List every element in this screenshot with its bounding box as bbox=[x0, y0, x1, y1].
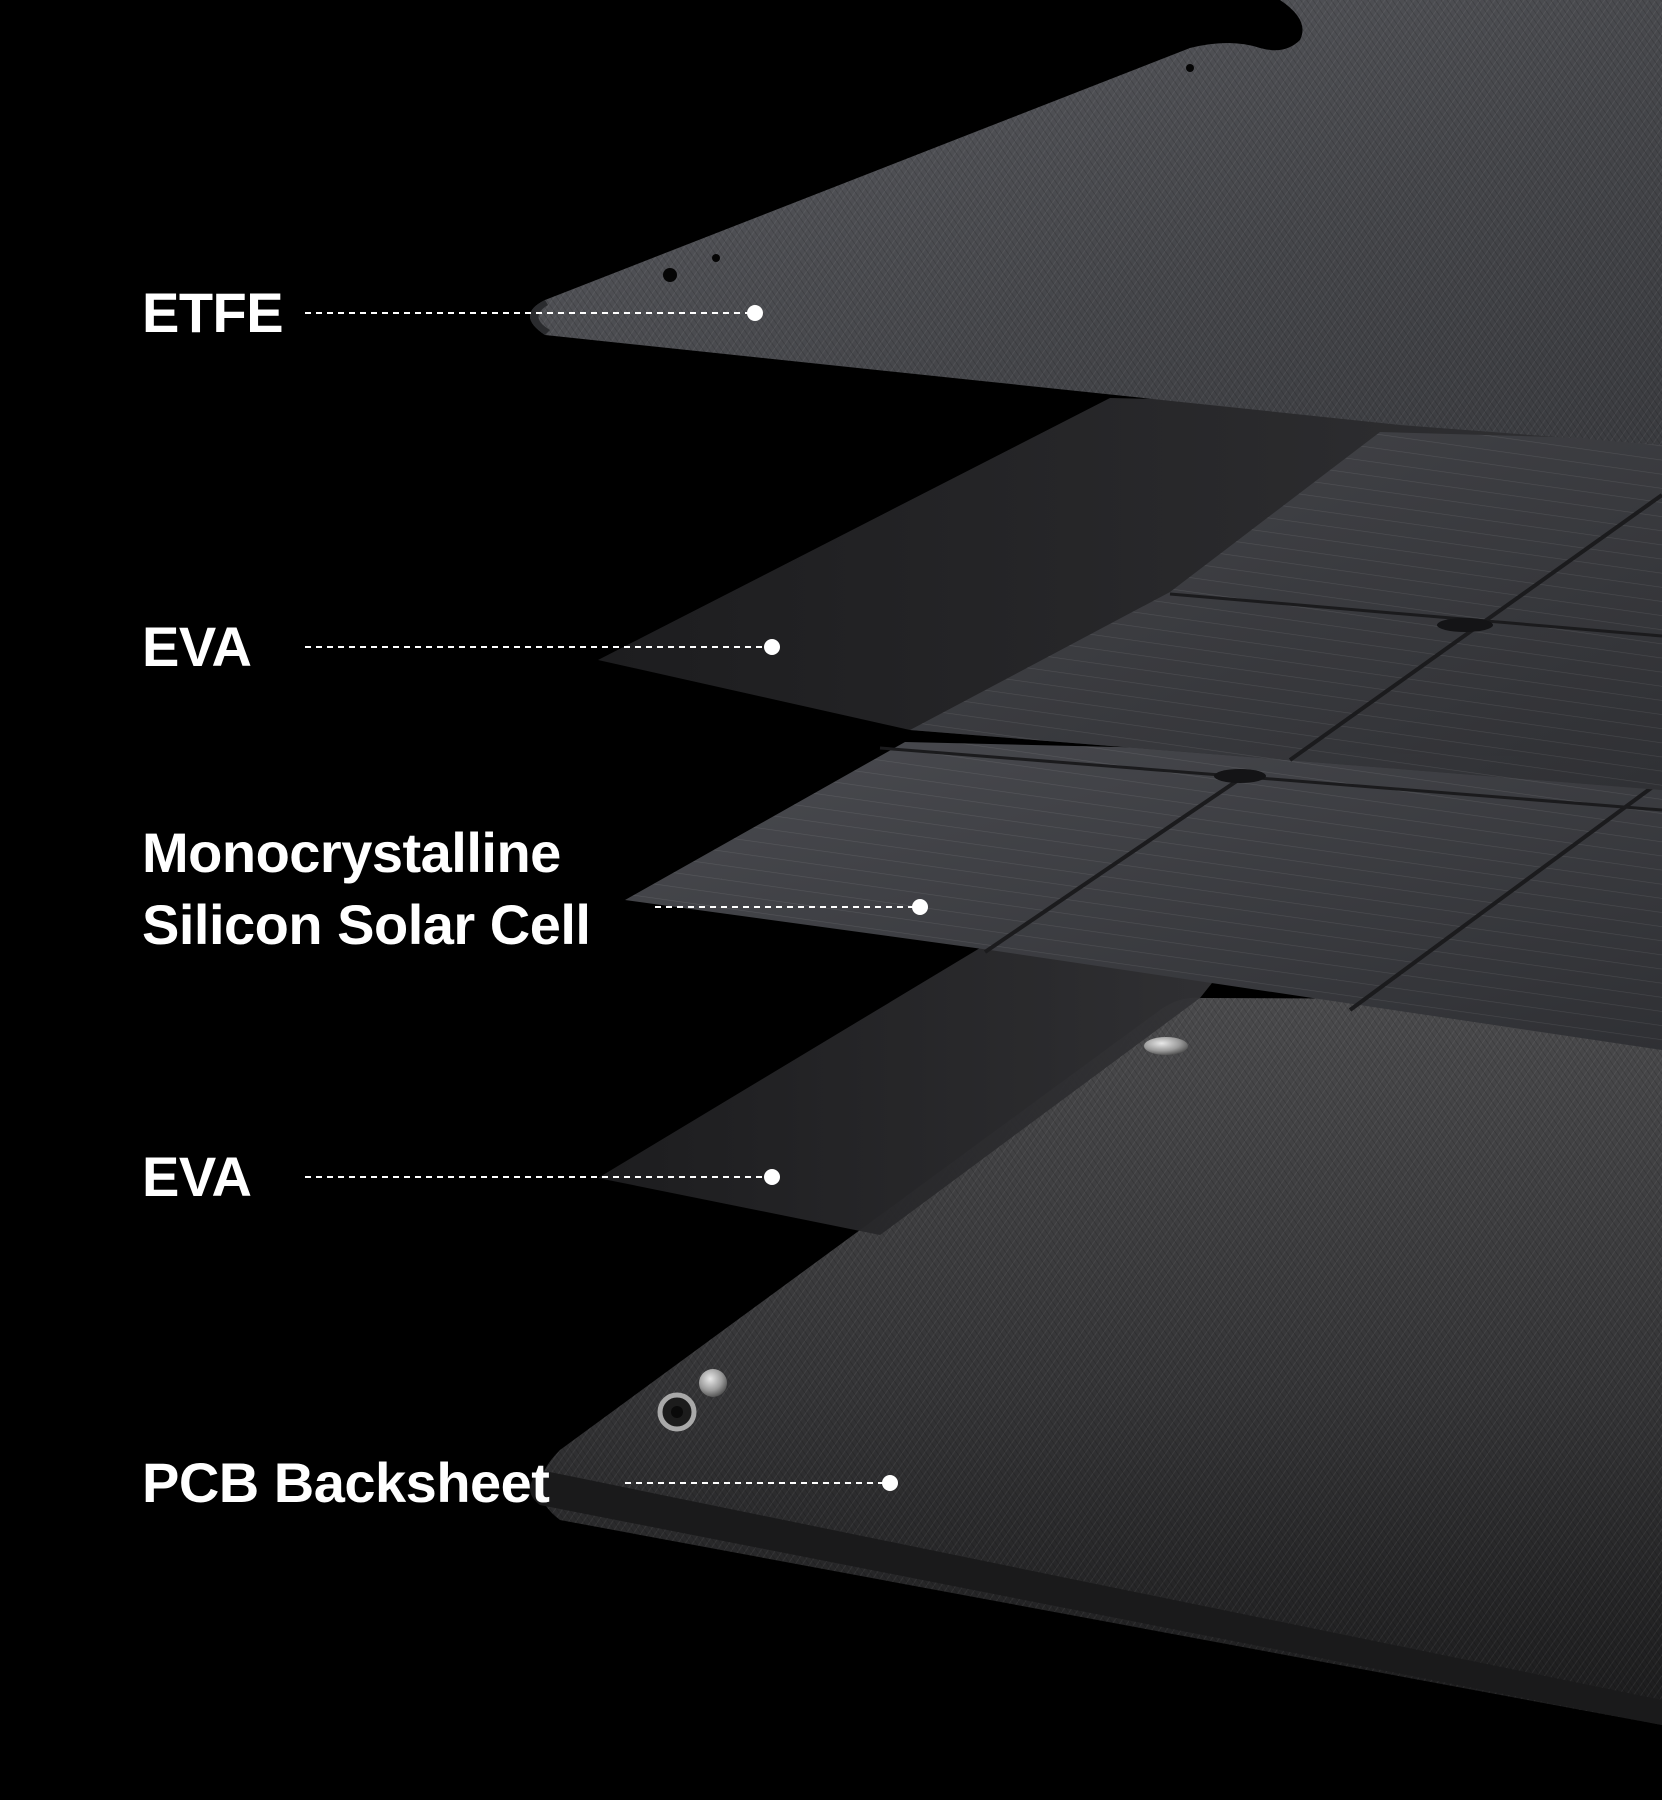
eva-bottom-layer bbox=[598, 948, 1240, 1235]
label-solar-cell-line-1: Monocrystalline bbox=[142, 821, 561, 884]
mounting-hole-icon bbox=[712, 254, 720, 262]
eva-top-layer bbox=[598, 398, 1662, 790]
label-eva-bottom: EVA bbox=[142, 1145, 252, 1208]
rivet-icon bbox=[1144, 1037, 1188, 1055]
etfe-leader-dot bbox=[747, 305, 763, 321]
solar-cell-layer bbox=[625, 742, 1662, 1050]
cell-leader-dot bbox=[912, 899, 928, 915]
rivet-icon bbox=[699, 1369, 727, 1397]
label-solar-cell-line-2: Silicon Solar Cell bbox=[142, 893, 591, 956]
mounting-hole-icon bbox=[1186, 64, 1194, 72]
mounting-hole-icon bbox=[663, 268, 677, 282]
leader-dots bbox=[747, 305, 928, 1491]
label-etfe: ETFE bbox=[142, 281, 284, 344]
eva-top-leader-dot bbox=[764, 639, 780, 655]
backsheet-layer bbox=[530, 997, 1662, 1725]
backsheet-leader-dot bbox=[882, 1475, 898, 1491]
eva-bottom-leader-dot bbox=[764, 1169, 780, 1185]
leader-lines bbox=[305, 312, 918, 1484]
label-solar-cell: Monocrystalline Silicon Solar Cell bbox=[142, 817, 591, 961]
label-eva-top: EVA bbox=[142, 615, 252, 678]
etfe-layer bbox=[530, 0, 1662, 445]
label-pcb-backsheet: PCB Backsheet bbox=[142, 1451, 550, 1514]
